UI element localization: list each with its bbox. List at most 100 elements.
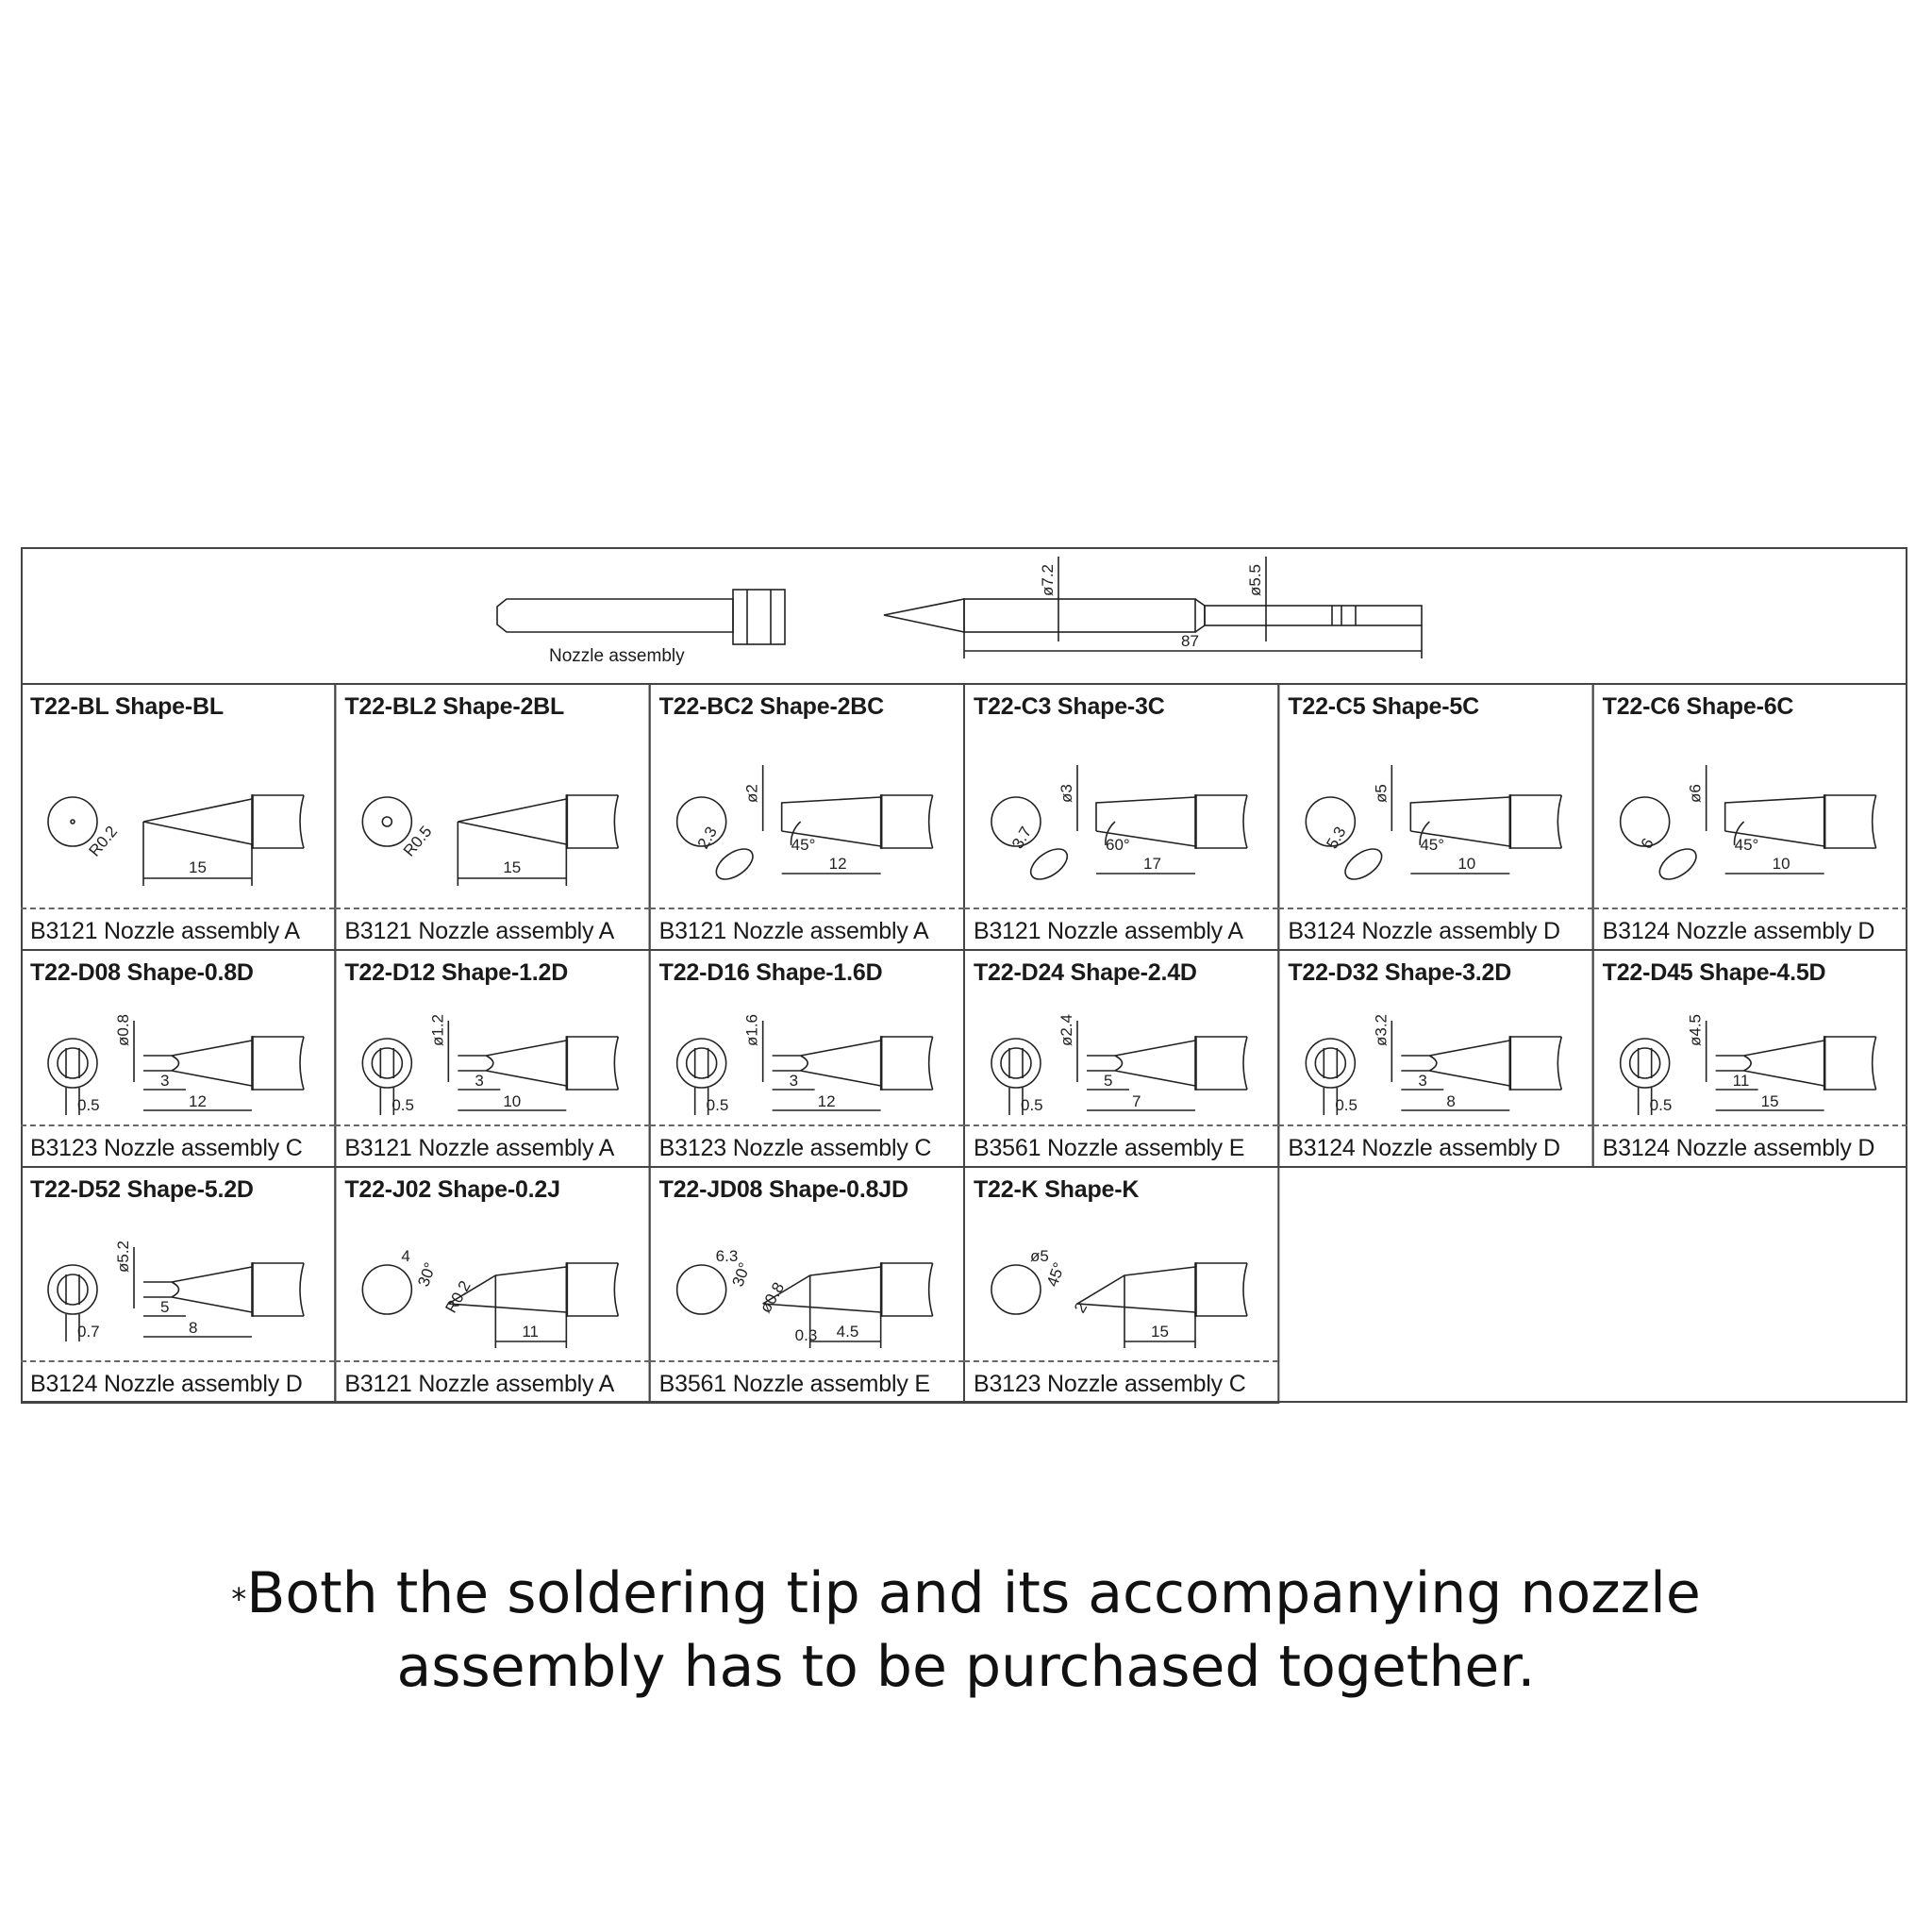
nozzle-assembly-part: B3124 Nozzle assembly D (30, 1371, 303, 1397)
tip-shank (566, 1262, 620, 1317)
dim-angle: 45° (791, 836, 816, 854)
tip-cone (142, 798, 253, 845)
tip-end-view (47, 796, 98, 847)
tip-blade (143, 1040, 253, 1087)
tip-shank (880, 1262, 934, 1317)
tip-end-view (1619, 796, 1671, 847)
dim-length: 15 (1151, 1323, 1169, 1341)
dim-length: 12 (818, 1092, 836, 1110)
dim-length: 10 (1457, 855, 1475, 873)
dim-diameter: ø2.4 (1058, 1014, 1075, 1046)
tip-end-view (361, 1038, 413, 1089)
dim-length: 10 (1773, 855, 1790, 873)
dim-blade-length: 11 (1733, 1072, 1750, 1090)
dim-thickness: 0.5 (391, 1096, 414, 1114)
dim-angle: 45° (1420, 836, 1444, 854)
nozzle-assembly-part: B3121 Nozzle assembly A (658, 918, 929, 944)
nozzle-divider (21, 1360, 336, 1362)
tip-shank (252, 1262, 305, 1317)
nozzle-divider (21, 1124, 336, 1126)
tip-point (883, 598, 965, 633)
dim-blade-length: 5 (160, 1298, 169, 1316)
nozzle-divider (1278, 908, 1593, 909)
tip-end-view (991, 1264, 1041, 1315)
tip-end-view (1305, 796, 1357, 847)
dim-blade-length: 3 (160, 1072, 169, 1090)
nozzle-assembly-part: B3561 Nozzle assembly E (973, 1135, 1245, 1161)
tip-shank (880, 794, 934, 849)
tip-bevel (1409, 796, 1510, 847)
tip-shank (566, 794, 620, 849)
dim-length: 8 (189, 1319, 197, 1337)
tip-title: T22-D12 Shape-1.2D (344, 959, 569, 986)
dim-label: 0.3 (795, 1326, 818, 1344)
dim-label: 4 (401, 1247, 409, 1265)
tip-title: T22-D45 Shape-4.5D (1602, 959, 1826, 986)
tip-title: T22-BL2 Shape-2BL (344, 693, 565, 720)
nozzle-collar (732, 589, 786, 645)
tip-shank (252, 1036, 305, 1091)
tip-blade (772, 1040, 881, 1087)
nozzle-divider (1592, 1124, 1907, 1126)
dim-diameter: ø3.2 (1372, 1014, 1390, 1046)
dim-diameter: ø5 (1372, 784, 1390, 803)
dim-length: 10 (503, 1092, 521, 1110)
tip-blade (143, 1266, 253, 1313)
tip-title: T22-D52 Shape-5.2D (30, 1176, 254, 1203)
dim-diameter: ø1.2 (428, 1014, 446, 1046)
dim-length: 15 (1761, 1092, 1779, 1110)
tip-shank (1509, 1036, 1563, 1091)
nozzle-assembly-label: Nozzle assembly (549, 646, 685, 666)
tip-title: T22-D24 Shape-2.4D (973, 959, 1197, 986)
tip-cell-border (962, 1166, 1280, 1404)
dim-length: 7 (1132, 1092, 1141, 1110)
footnote-asterisk: * (231, 1581, 247, 1617)
tip-end-view (361, 796, 413, 847)
nozzle-assembly-part: B3121 Nozzle assembly A (973, 918, 1243, 944)
tip-shank (1194, 1036, 1248, 1091)
tip-title: T22-D16 Shape-1.6D (658, 959, 883, 986)
dim-diameter: ø3 (1058, 784, 1075, 803)
tip-cell-border (1591, 949, 1907, 1168)
tip-cell: T22-D52 Shape-5.2D B3124 Nozzle assembly … (21, 1167, 336, 1403)
tip-shank (1194, 1262, 1248, 1317)
tip-end-view (47, 1038, 98, 1089)
footnote-line-2: assembly has to be purchased together. (396, 1634, 1536, 1700)
tip-end-view (47, 1264, 98, 1315)
nozzle-assembly-part: B3121 Nozzle assembly A (344, 1371, 615, 1397)
nozzle-assembly-part: B3124 Nozzle assembly D (1602, 918, 1875, 944)
dim-label: ø5 (1030, 1247, 1049, 1265)
tip-blade (1086, 1040, 1196, 1087)
tip-shank (1194, 794, 1248, 849)
tip-shank (1824, 794, 1877, 849)
tip-neck (1204, 605, 1423, 626)
nozzle-divider (21, 908, 336, 909)
dim-neck-diameter: ø5.5 (1246, 564, 1264, 596)
nozzle-assembly-part: B3561 Nozzle assembly E (658, 1371, 930, 1397)
tip-shank (1824, 1036, 1877, 1091)
nozzle-assembly-part: B3123 Nozzle assembly C (30, 1135, 303, 1161)
tip-blade (458, 1040, 567, 1087)
dim-blade-length: 3 (790, 1072, 798, 1090)
tip-title: T22-D08 Shape-0.8D (30, 959, 254, 986)
dim-length: 17 (1143, 855, 1161, 873)
dim-diameter: ø2 (743, 784, 761, 803)
dim-blade-length: 3 (475, 1072, 483, 1090)
nozzle-divider (963, 1124, 1279, 1126)
footnote-line-1: Both the soldering tip and its accompany… (246, 1560, 1701, 1626)
dim-total-length: 87 (1181, 632, 1199, 650)
tip-blade (1715, 1040, 1824, 1087)
